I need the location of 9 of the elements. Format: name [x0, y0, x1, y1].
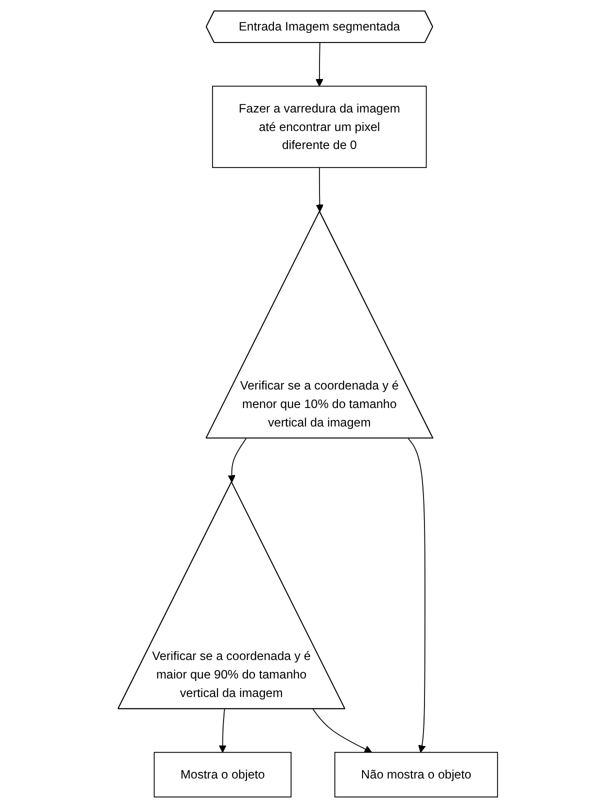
arrow	[316, 167, 324, 212]
arrow	[218, 708, 226, 753]
node-box: Mostra o objeto	[154, 752, 292, 798]
arrow	[312, 708, 372, 753]
arrow	[408, 438, 426, 753]
arrow	[315, 42, 323, 87]
node-box: Fazer a varredura da imagem até encontrar um pixel diferente de 0	[212, 86, 426, 168]
node-box: Não mostra o objeto	[334, 752, 498, 798]
arrow	[228, 438, 246, 483]
